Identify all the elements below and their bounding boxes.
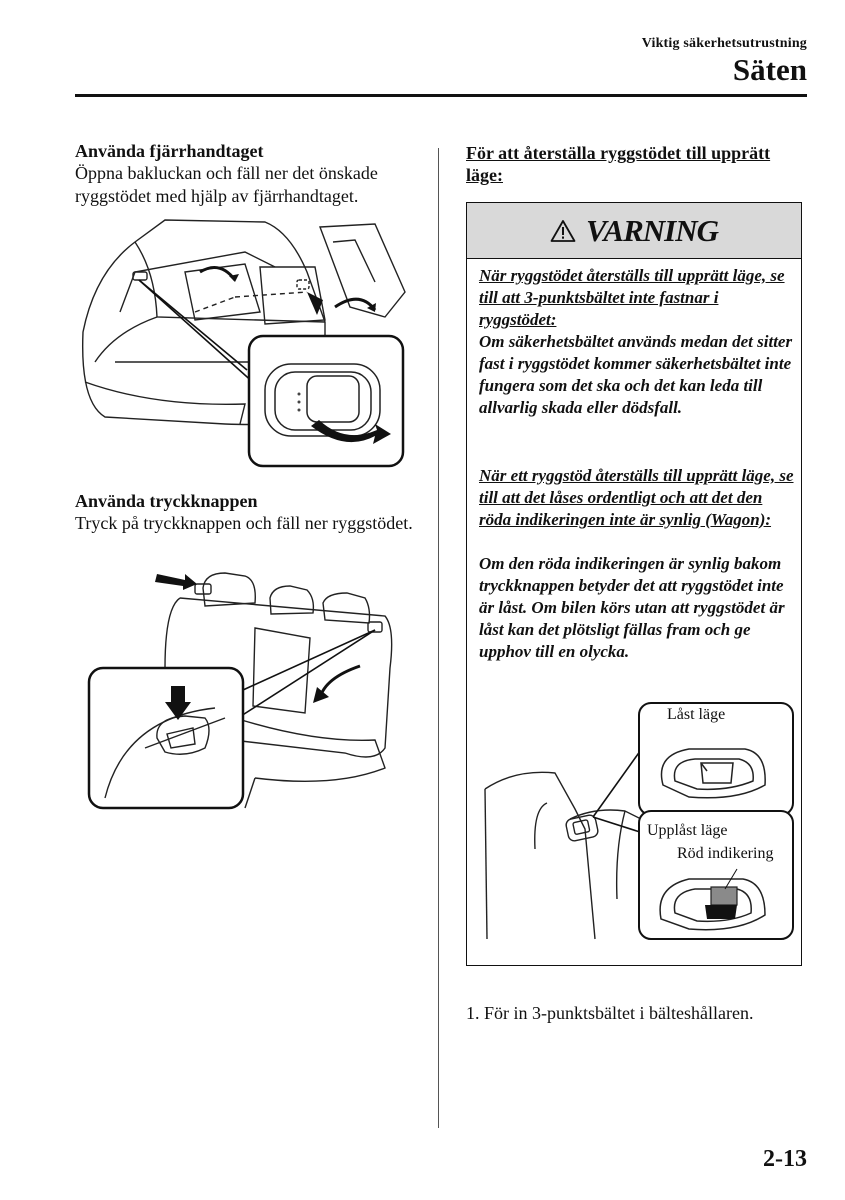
red-indicator-label: Röd indikering (677, 845, 774, 862)
cargo-remote-handle-illustration (81, 219, 406, 468)
warning-header: VARNING (467, 203, 801, 259)
warning-p2-title: När ett ryggstöd återställs till upprätt… (479, 466, 794, 529)
lock-indicator-illustration (484, 702, 794, 940)
step-1: 1. För in 3-punktsbältet i bälteshållare… (466, 1003, 754, 1023)
page-number: 2-13 (763, 1146, 807, 1172)
warning-p2-body: Om den röda indikeringen är synlig bakom… (479, 554, 785, 661)
push-button-heading: Använda tryckknappen (75, 491, 258, 511)
warning-title: VARNING (586, 212, 719, 248)
header-rule (75, 94, 807, 97)
reset-backrest-heading: För att återställa ryggstödet till upprä… (466, 143, 771, 185)
seat-push-button-illustration (87, 572, 393, 810)
remote-handle-body: Öppna bakluckan och fäll ner det önskade… (75, 163, 378, 206)
push-button-body: Tryck på tryckknappen och fäll ner ryggs… (75, 513, 413, 533)
page-title: Säten (732, 52, 807, 87)
warning-triangle-icon (550, 219, 576, 242)
remote-handle-heading: Använda fjärrhandtaget (75, 141, 264, 161)
section-label: Viktig säkerhetsutrustning (641, 36, 807, 51)
column-divider (438, 148, 439, 1128)
warning-box: VARNING När ryggstödet återställs till u… (466, 202, 802, 966)
locked-position-label: Låst läge (667, 706, 726, 723)
warning-p1-title: När ryggstödet återställs till upprätt l… (479, 266, 785, 329)
warning-p1-body: Om säkerhetsbältet används medan det sit… (479, 332, 793, 417)
unlocked-position-label: Upplåst läge (647, 822, 728, 839)
